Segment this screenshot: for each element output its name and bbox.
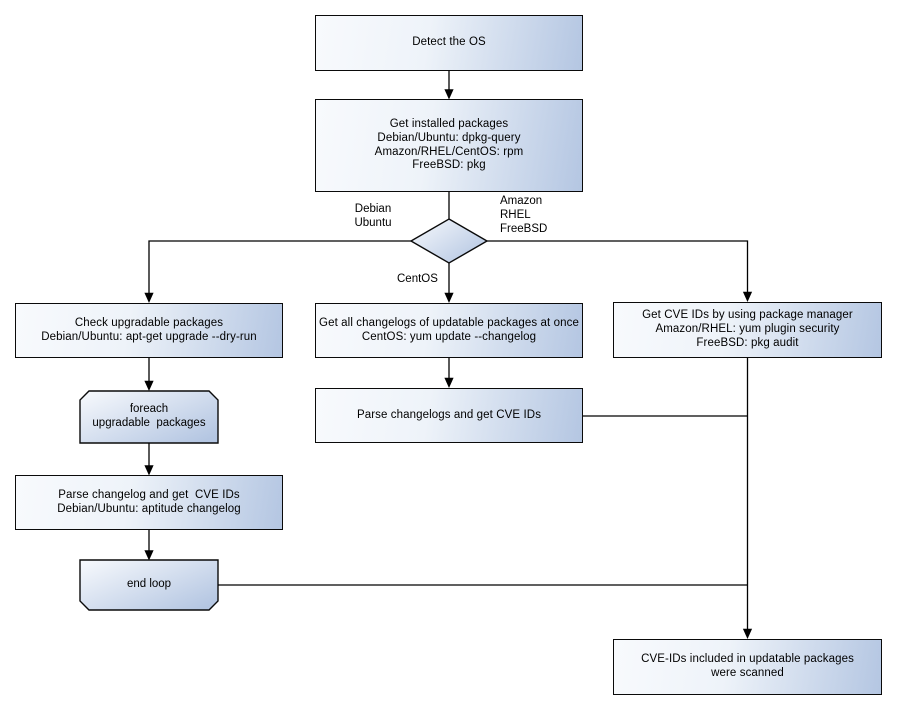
edge-label-centos: CentOS [397, 273, 438, 285]
node-parse-changelog-debian: Parse changelog and get CVE IDs Debian/U… [15, 475, 283, 530]
node-foreach-loop-label: foreach upgradable packages [92, 403, 206, 429]
node-get-all-changelogs: Get all changelogs of updatable packages… [315, 303, 583, 358]
node-parse-changelogs-get-cve: Parse changelogs and get CVE IDs [315, 388, 583, 443]
end-loop-shape [79, 559, 219, 611]
node-detect-os: Detect the OS [315, 15, 583, 71]
foreach-loop-shape [79, 390, 219, 444]
edge-label-debian-ubuntu: Debian Ubuntu [354, 203, 392, 229]
node-check-upgradable-packages: Check upgradable packages Debian/Ubuntu:… [15, 303, 283, 358]
os-decision-diamond [409, 218, 489, 264]
node-end-loop-label: end loop [126, 578, 172, 591]
edge-label-amazon-rhel-freebsd: Amazon RHEL FreeBSD [500, 195, 548, 235]
node-get-installed-packages: Get installed packages Debian/Ubuntu: dp… [315, 99, 583, 192]
node-get-cve-ids-package-manager: Get CVE IDs by using package manager Ama… [613, 302, 882, 358]
node-cve-ids-scanned: CVE-IDs included in updatable packages w… [613, 639, 882, 695]
